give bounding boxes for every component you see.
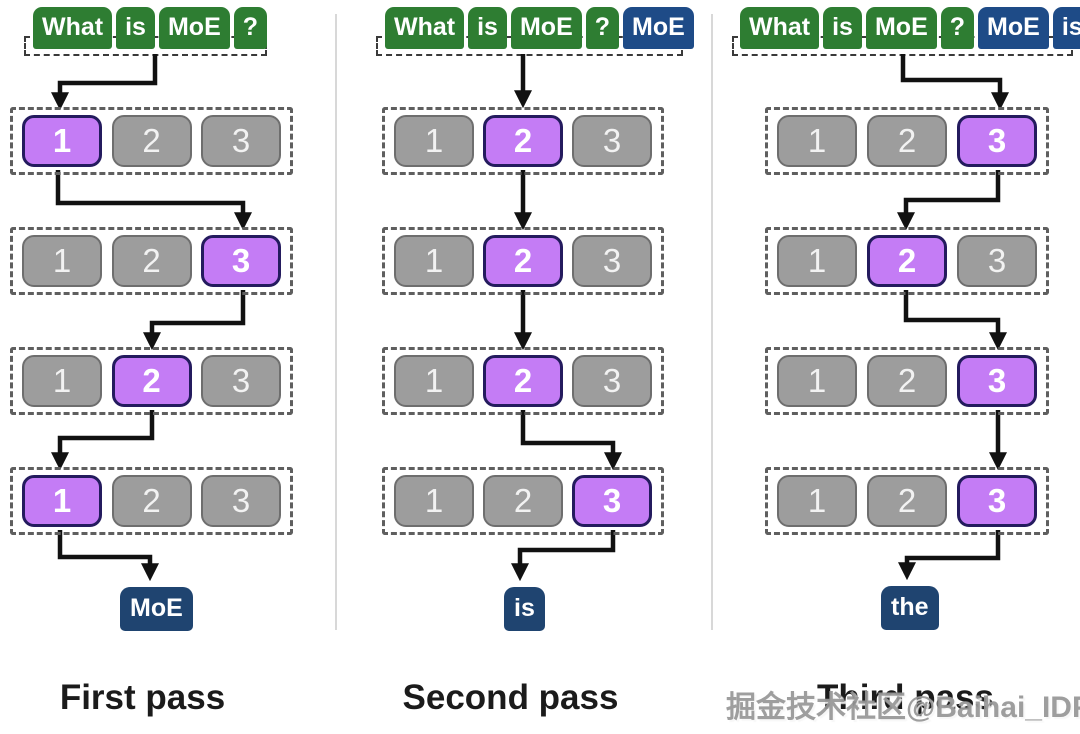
arrow-c1-e1-to-e3	[55, 170, 252, 231]
arrow-c1-e1-to-out	[57, 530, 159, 582]
token-moe-generated: MoE	[623, 7, 694, 49]
expert-layer-row: 1 2 3	[382, 107, 664, 175]
expert-box-1: 1	[777, 355, 857, 407]
expert-layer-row: 1 2 3	[382, 347, 664, 415]
expert-box-1-selected: 1	[22, 115, 102, 167]
expert-box-2-selected: 2	[111, 355, 192, 407]
column-divider	[711, 14, 713, 630]
expert-box-3: 3	[572, 115, 652, 167]
column-divider	[335, 14, 337, 630]
expert-box-1: 1	[22, 355, 102, 407]
expert-box-2: 2	[111, 115, 192, 167]
expert-layer-row: 1 2 3	[765, 107, 1049, 175]
expert-box-1: 1	[777, 115, 857, 167]
expert-layer-row: 1 2 3	[765, 227, 1049, 295]
expert-box-3-selected: 3	[957, 475, 1037, 527]
token-what: What	[740, 7, 820, 49]
token-what: What	[33, 7, 113, 49]
expert-layer-row: 1 2 3	[382, 467, 664, 535]
arrow-c1-e3-to-e2	[143, 290, 246, 351]
token-is: is	[823, 7, 862, 49]
arrow-c3-e2-to-e3	[903, 290, 1007, 351]
expert-box-2-selected: 2	[483, 115, 563, 167]
expert-box-3: 3	[201, 475, 281, 527]
pass-label-second: Second pass	[402, 678, 619, 717]
expert-box-3: 3	[957, 235, 1037, 287]
expert-box-1: 1	[777, 235, 857, 287]
expert-box-2: 2	[483, 475, 563, 527]
input-token-row: What is MoE ? MoE is	[740, 7, 1080, 49]
expert-layer-row: 1 2 3	[10, 347, 293, 415]
expert-box-1-selected: 1	[22, 475, 102, 527]
expert-box-3: 3	[201, 355, 281, 407]
expert-box-3-selected: 3	[201, 235, 281, 287]
token-question: ?	[585, 7, 620, 49]
expert-box-1: 1	[394, 475, 474, 527]
expert-box-3: 3	[572, 355, 652, 407]
expert-box-2: 2	[111, 235, 192, 287]
output-token-the: the	[881, 586, 939, 630]
input-token-row: What is MoE ?	[33, 7, 268, 49]
expert-layer-row: 1 2 3	[10, 227, 293, 295]
expert-layer-row: 1 2 3	[765, 347, 1049, 415]
expert-box-3: 3	[572, 235, 652, 287]
expert-box-2-selected: 2	[867, 235, 947, 287]
token-question: ?	[940, 7, 975, 49]
arrow-c2-e2-to-e3	[520, 410, 622, 471]
expert-layer-row: 1 2 3	[10, 467, 293, 535]
pass-label-third: Third pass	[817, 678, 994, 717]
expert-box-2: 2	[111, 475, 192, 527]
token-what: What	[385, 7, 465, 49]
token-moe: MoE	[158, 7, 230, 49]
expert-layer-row: 1 2 3	[765, 467, 1049, 535]
expert-box-2: 2	[867, 355, 947, 407]
arrow-c1-input-to-e1	[51, 54, 158, 111]
output-token-is: is	[504, 587, 545, 631]
expert-box-3-selected: 3	[957, 115, 1037, 167]
token-is: is	[116, 7, 155, 49]
arrow-c3-input-to-e3	[900, 54, 1009, 111]
arrow-c1-e2-to-e1	[51, 410, 155, 471]
token-moe-generated: MoE	[978, 7, 1049, 49]
output-token-moe: MoE	[120, 587, 193, 631]
input-token-row: What is MoE ? MoE	[385, 7, 694, 49]
token-moe: MoE	[510, 7, 582, 49]
token-question: ?	[233, 7, 268, 49]
expert-box-1: 1	[777, 475, 857, 527]
arrow-c2-e3-to-out	[511, 530, 616, 582]
expert-box-1: 1	[22, 235, 102, 287]
expert-box-3-selected: 3	[957, 355, 1037, 407]
expert-box-2: 2	[867, 115, 947, 167]
expert-layer-row: 1 2 3	[10, 107, 293, 175]
expert-box-1: 1	[394, 355, 474, 407]
watermark-text: 掘金技术社区@Baihai_IDP	[726, 691, 1080, 724]
token-moe: MoE	[865, 7, 937, 49]
arrow-c3-e3-to-out	[898, 530, 1001, 581]
expert-box-2-selected: 2	[483, 235, 563, 287]
expert-box-2-selected: 2	[483, 355, 563, 407]
token-is: is	[468, 7, 507, 49]
expert-box-1: 1	[394, 115, 474, 167]
expert-layer-row: 1 2 3	[382, 227, 664, 295]
token-is-generated: is	[1052, 7, 1080, 49]
expert-box-3-selected: 3	[572, 475, 652, 527]
expert-box-2: 2	[867, 475, 947, 527]
pass-label-first: First pass	[59, 678, 226, 717]
arrow-c3-e3-to-e2	[897, 170, 1001, 231]
expert-box-3: 3	[201, 115, 281, 167]
expert-box-1: 1	[394, 235, 474, 287]
